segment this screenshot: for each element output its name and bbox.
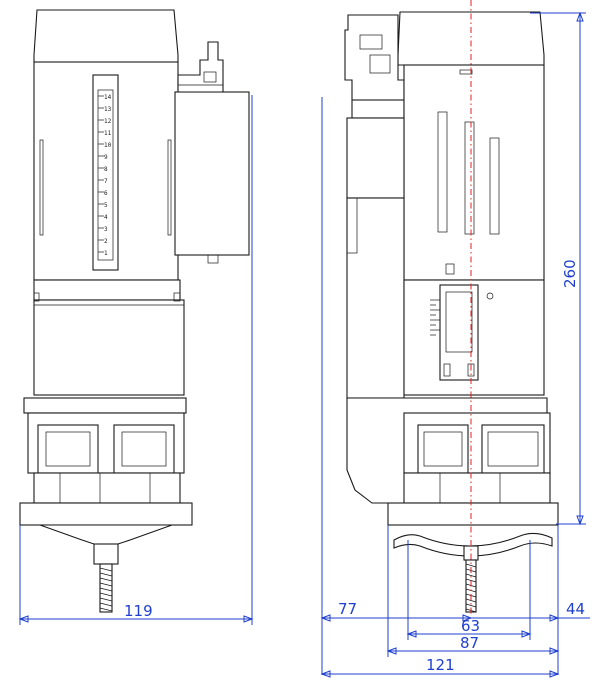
thread-line [465, 603, 477, 608]
dim-260-arrow-bottom [576, 515, 584, 526]
front-lower-tab-right [173, 292, 181, 302]
thread-line [99, 572, 113, 577]
thread-line [99, 597, 113, 602]
dim-63-label: 63 [461, 617, 480, 635]
scale-mark-label: 4 [104, 214, 108, 221]
front-right-slot [167, 139, 172, 236]
scale-mark-label: 11 [104, 130, 112, 137]
scale-mark-label: 13 [104, 106, 112, 113]
side-base-plate [387, 502, 559, 526]
scale-mark-label: 9 [104, 154, 108, 161]
side-left-block [346, 117, 405, 199]
front-lower-tab-left [33, 292, 40, 302]
side-overflow-inner [445, 291, 473, 353]
dim-119-arrow-left [18, 615, 29, 623]
side-small-hole [486, 292, 494, 300]
dim-119-label: 119 [124, 602, 153, 620]
thread-line [465, 573, 477, 578]
thread-line [99, 592, 113, 597]
front-base-ring [23, 397, 187, 414]
scale-mark-label: 3 [104, 226, 108, 233]
thread-line [99, 577, 113, 582]
side-height-scale [430, 299, 440, 336]
scale-mark-label: 7 [104, 178, 108, 185]
scale-mark-label: 12 [104, 118, 112, 125]
side-overflow-tab [445, 263, 455, 275]
dim-119-arrow-right [243, 615, 254, 623]
front-lower-cylinder [33, 299, 185, 396]
dim-63-arrow-left [406, 630, 417, 638]
front-seal-right [113, 424, 175, 474]
thread-line [99, 587, 113, 592]
dim-121-label: 121 [426, 656, 455, 674]
dim-260-arrow-top [576, 11, 584, 22]
dim-77-label: 77 [338, 600, 357, 618]
front-left-slot [39, 139, 44, 236]
front-stem-collar [93, 543, 119, 565]
scale-mark-label: 6 [104, 190, 108, 197]
dim-87-arrow-left [386, 647, 397, 655]
thread-line [465, 563, 477, 568]
dim-77-arrow-right [462, 614, 473, 622]
side-seal-right [481, 424, 545, 474]
dimensions: 119 260 77 44 63 87 [18, 11, 590, 678]
scale-mark-label: 5 [104, 202, 108, 209]
front-stem-cone [39, 524, 173, 545]
front-base-plate [19, 502, 193, 526]
front-top-cap [33, 9, 179, 63]
dim-44-arrow [549, 614, 560, 622]
side-overflow-lock-right [467, 363, 475, 377]
side-slot-1 [437, 111, 448, 233]
dim-87-arrow-right [549, 647, 560, 655]
level-scale-window [92, 74, 119, 271]
front-seal-left-inner [45, 431, 91, 467]
side-top-slot [459, 69, 473, 75]
thread-line [99, 607, 113, 612]
front-side-box [174, 91, 250, 256]
dim-44-label: 44 [566, 600, 585, 618]
side-seal-left-inner [423, 431, 463, 467]
thread-line [99, 582, 113, 587]
front-stem-thread [99, 567, 113, 612]
front-lower-body [33, 279, 181, 301]
side-slot-3 [489, 137, 500, 235]
side-left-column-inner [346, 197, 358, 254]
scale-mark-label: 14 [104, 94, 112, 101]
side-valve-detail-b [369, 54, 391, 74]
side-slot-2 [464, 121, 475, 235]
dim-260-label: 260 [561, 259, 579, 288]
thread-line [465, 598, 477, 603]
front-base-band [33, 472, 181, 504]
scale-mark-label: 1 [104, 250, 108, 257]
dim-87-label: 87 [460, 634, 479, 652]
dim-63-arrow-right [521, 630, 532, 638]
side-valve-lower [351, 99, 405, 119]
front-valve-top [177, 41, 224, 93]
front-box-tab [207, 254, 219, 264]
scale-mark-label: 8 [104, 166, 108, 173]
dim-121-arrow-left [320, 670, 331, 678]
dim-121-arrow-right [549, 670, 560, 678]
thread-line [99, 602, 113, 607]
side-gasket-arc [393, 532, 553, 557]
side-valve-detail-a [359, 34, 383, 50]
side-view [344, 11, 559, 613]
level-scale-inner [97, 89, 114, 261]
side-base-band [403, 472, 551, 504]
side-valve-cluster [344, 14, 405, 101]
side-left-column [346, 197, 405, 399]
side-seal-right-inner [487, 431, 539, 467]
thread-line [99, 567, 113, 572]
front-view: 14 13 12 11 10 9 8 7 6 5 4 3 2 1 [19, 9, 250, 613]
side-overflow-lock-left [443, 363, 451, 377]
side-seal-left [417, 424, 469, 474]
front-valve-detail [203, 71, 217, 83]
front-seal-right-inner [121, 431, 167, 467]
scale-mark-label: 2 [104, 238, 108, 245]
scale-mark-label: 10 [104, 142, 112, 149]
level-scale-ticks: 14 13 12 11 10 9 8 7 6 5 4 3 2 1 [98, 94, 112, 257]
dim-77-arrow-left [320, 614, 331, 622]
